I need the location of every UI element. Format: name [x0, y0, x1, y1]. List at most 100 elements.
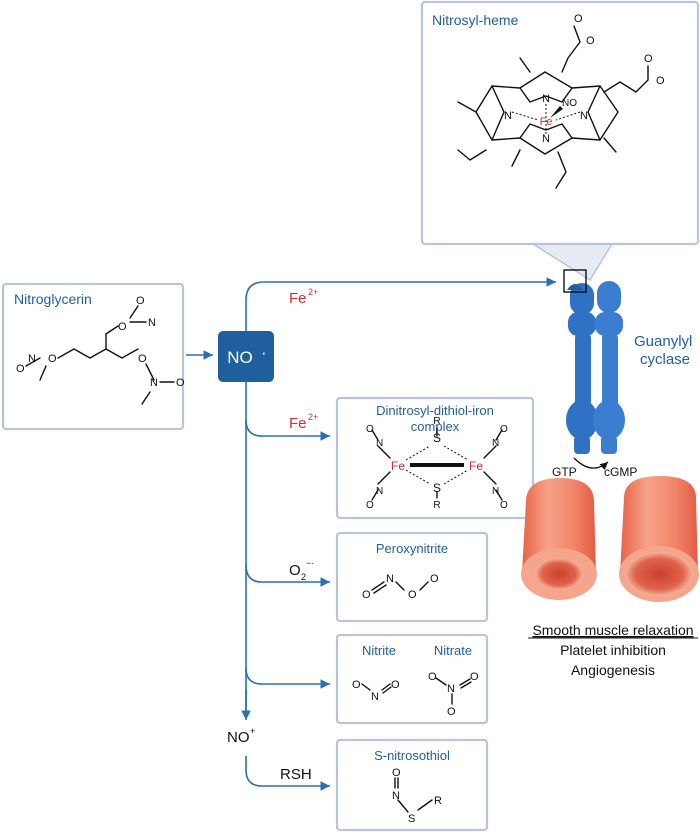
svg-text:N: N	[492, 486, 499, 497]
ng-o2-minus: O	[16, 363, 25, 375]
nitrosyl-heme-title: Nitrosyl-heme	[432, 12, 519, 28]
dinitrosyl-structure: S S R R Fe Fe N N N N O O O O	[366, 416, 508, 511]
svg-text:Fe: Fe	[289, 290, 307, 307]
svg-text:N: N	[376, 438, 383, 449]
svg-text:N: N	[447, 683, 455, 695]
svg-text:O: O	[352, 679, 361, 691]
carboxylate-1-o: O	[574, 13, 583, 25]
heme-n-left: N	[504, 110, 512, 122]
svg-text:O: O	[362, 589, 371, 601]
guanylyl-cyclase-enzyme	[563, 269, 625, 454]
carboxylate-1-o-minus: O	[586, 35, 595, 47]
svg-text:2: 2	[301, 572, 306, 582]
svg-text:O: O	[391, 679, 400, 691]
svg-text:N: N	[386, 573, 394, 585]
heme-n-bottom: N	[542, 133, 550, 145]
ng-o3: O	[138, 353, 147, 365]
nitroglycerin-structure: O N O O N O O N O	[16, 295, 185, 405]
svg-text:O: O	[392, 767, 401, 779]
cgmp-label: cGMP	[604, 465, 637, 479]
effect-smooth-muscle-relaxation: Smooth muscle relaxation	[532, 622, 693, 638]
svg-text:Fe: Fe	[289, 415, 307, 432]
svg-text:−·: −·	[306, 558, 314, 568]
s-nitrosothiol-structure: O N S R	[392, 767, 442, 825]
peroxynitrite-panel: Peroxynitrite O N O O	[335, 531, 489, 623]
nitrite-structure: O N O	[352, 679, 400, 703]
svg-text:Fe: Fe	[469, 459, 483, 473]
svg-text:S: S	[408, 813, 415, 825]
svg-text:N: N	[376, 486, 383, 497]
svg-text:O: O	[289, 562, 301, 579]
gtp-label: GTP	[552, 465, 577, 479]
svg-text:O: O	[447, 706, 456, 718]
nitrate-structure: O N O O	[428, 671, 479, 718]
dinitrosyl-panel: Dinitrosyl-dithiol-iron complex S S R R …	[335, 396, 535, 520]
ng-o2: O	[48, 353, 57, 365]
heme-structure: N N N N Fe NO O O O O	[457, 13, 665, 189]
svg-text:R: R	[433, 416, 440, 427]
ng-o1: O	[118, 321, 127, 333]
heme-no: NO	[562, 98, 577, 109]
ng-o1-minus: O	[136, 295, 145, 307]
svg-text:R: R	[434, 795, 442, 807]
carboxylate-2-o: O	[644, 53, 653, 65]
carboxylate-2-o-minus: O	[656, 75, 665, 87]
blood-vessel-dilated	[619, 476, 699, 602]
svg-text:O: O	[500, 500, 508, 511]
svg-text:2+: 2+	[308, 412, 318, 422]
svg-text:S: S	[433, 481, 441, 495]
heme-fe: Fe	[540, 116, 553, 128]
svg-text:R: R	[433, 500, 440, 511]
reagent-fe-mid: Fe 2+	[289, 412, 318, 432]
enzyme-name-line1: Guanylyl	[634, 333, 692, 350]
nitrite-nitrate-panel: Nitrite Nitrate O N O O N O O	[335, 633, 489, 725]
dinitrosyl-title-line2: complex	[411, 419, 460, 434]
no-label: NO	[227, 348, 253, 367]
nitrosyl-heme-panel: Nitrosyl-heme N N	[420, 0, 700, 282]
peroxynitrite-structure: O N O O	[362, 573, 439, 601]
blood-vessel-constricted	[521, 478, 597, 600]
ng-o3-minus: O	[176, 377, 185, 389]
nitroglycerin-panel: Nitroglycerin O N O O N O O N O	[1, 282, 185, 431]
svg-text:N: N	[492, 438, 499, 449]
reagent-rsh: RSH	[280, 766, 312, 783]
reagent-fe-top: Fe 2+	[289, 287, 318, 307]
nitroglycerin-title: Nitroglycerin	[14, 291, 92, 307]
heme-n-right: N	[580, 110, 588, 122]
ng-n3: N	[150, 377, 158, 389]
svg-text:O: O	[470, 671, 479, 683]
svg-text:2+: 2+	[308, 287, 318, 297]
svg-text:N: N	[371, 691, 379, 703]
svg-text:Fe: Fe	[391, 459, 405, 473]
svg-text:O: O	[430, 573, 439, 585]
svg-text:O: O	[408, 589, 417, 601]
ng-n1: N	[148, 317, 156, 329]
nitrate-title: Nitrate	[434, 643, 472, 658]
svg-text:O: O	[366, 500, 374, 511]
s-nitrosothiol-panel: S-nitrosothiol O N S R	[335, 738, 489, 832]
enzyme-name-line2: cyclase	[640, 351, 690, 368]
dinitrosyl-title-line1: Dinitrosyl-dithiol-iron	[376, 403, 494, 418]
branch-arrows	[241, 277, 556, 791]
svg-text:+: +	[250, 726, 255, 736]
effect-angiogenesis: Angiogenesis	[571, 662, 655, 678]
no-radical-dot: ·	[261, 343, 267, 362]
svg-text:O: O	[366, 424, 374, 435]
heme-site-marker	[563, 269, 587, 293]
svg-text:NO: NO	[227, 729, 250, 746]
svg-text:O: O	[500, 424, 508, 435]
s-nitrosothiol-title: S-nitrosothiol	[374, 748, 450, 763]
peroxynitrite-title: Peroxynitrite	[376, 541, 448, 556]
no-radical-node: NO ·	[218, 331, 274, 382]
svg-text:N: N	[392, 790, 400, 802]
nitrite-title: Nitrite	[362, 643, 396, 658]
no-plus-label: NO +	[227, 726, 255, 746]
heme-n-top: N	[542, 93, 550, 105]
reagent-superoxide: O 2 −·	[289, 558, 314, 582]
svg-text:O: O	[428, 671, 437, 683]
svg-text:S: S	[433, 431, 441, 445]
gtp-to-cgmp-arrow	[573, 457, 609, 471]
ng-n2: N	[28, 353, 36, 365]
effect-platelet-inhibition: Platelet inhibition	[560, 642, 666, 658]
